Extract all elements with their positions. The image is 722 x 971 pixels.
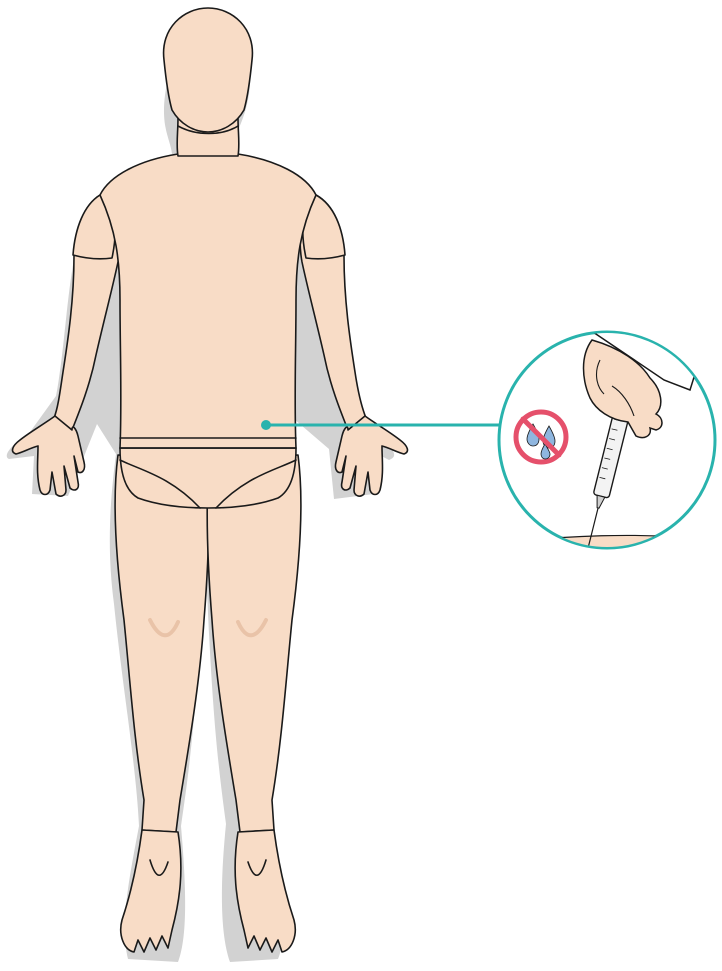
- pelvis: [120, 448, 296, 508]
- right-foot: [235, 830, 295, 952]
- right-hand: [335, 416, 407, 496]
- left-leg: [115, 455, 209, 832]
- head: [164, 8, 253, 132]
- torso: [100, 154, 316, 448]
- no-fluid-icon: [516, 412, 566, 462]
- manikin-body: [13, 8, 408, 952]
- injection-site-marker: [261, 420, 271, 430]
- left-foot: [121, 830, 181, 952]
